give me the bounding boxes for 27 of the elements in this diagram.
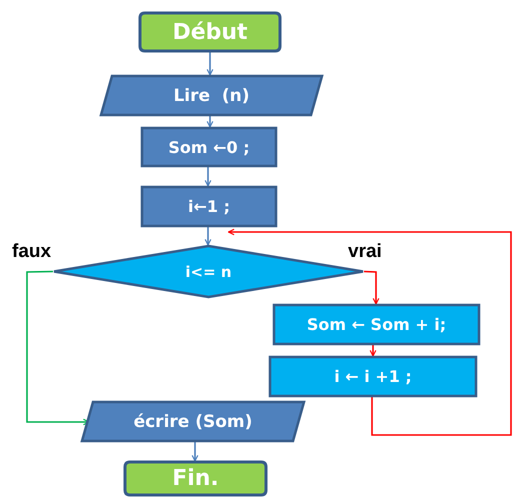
arrow [228,228,512,436]
node-label: Som ← Som + i; [306,315,446,334]
node-label: Fin. [172,466,219,491]
process-box [269,356,477,397]
arrow [364,270,380,305]
terminal-box [124,461,267,496]
terminal-box [139,12,281,52]
node-label: écrire (Som) [134,412,252,432]
process-box [273,304,480,345]
arrow [206,116,214,128]
node-label: Som ←0 ; [168,138,250,156]
node-label: Début [172,20,248,44]
io-parallelogram [81,401,305,442]
node-label: i<= n [185,262,232,280]
edge-label: vrai [348,241,382,263]
node-label: Lire (n) [173,86,250,106]
node-label: i←1 ; [188,197,230,216]
arrow [204,167,212,187]
arrow [192,442,198,462]
process-box [141,186,277,227]
arrow [204,227,212,246]
node-label: i ← i +1 ; [334,367,412,386]
edge-label: faux [12,241,52,263]
io-parallelogram [100,75,323,116]
process-box [141,127,277,167]
arrow [206,52,214,76]
arrow [370,345,376,357]
